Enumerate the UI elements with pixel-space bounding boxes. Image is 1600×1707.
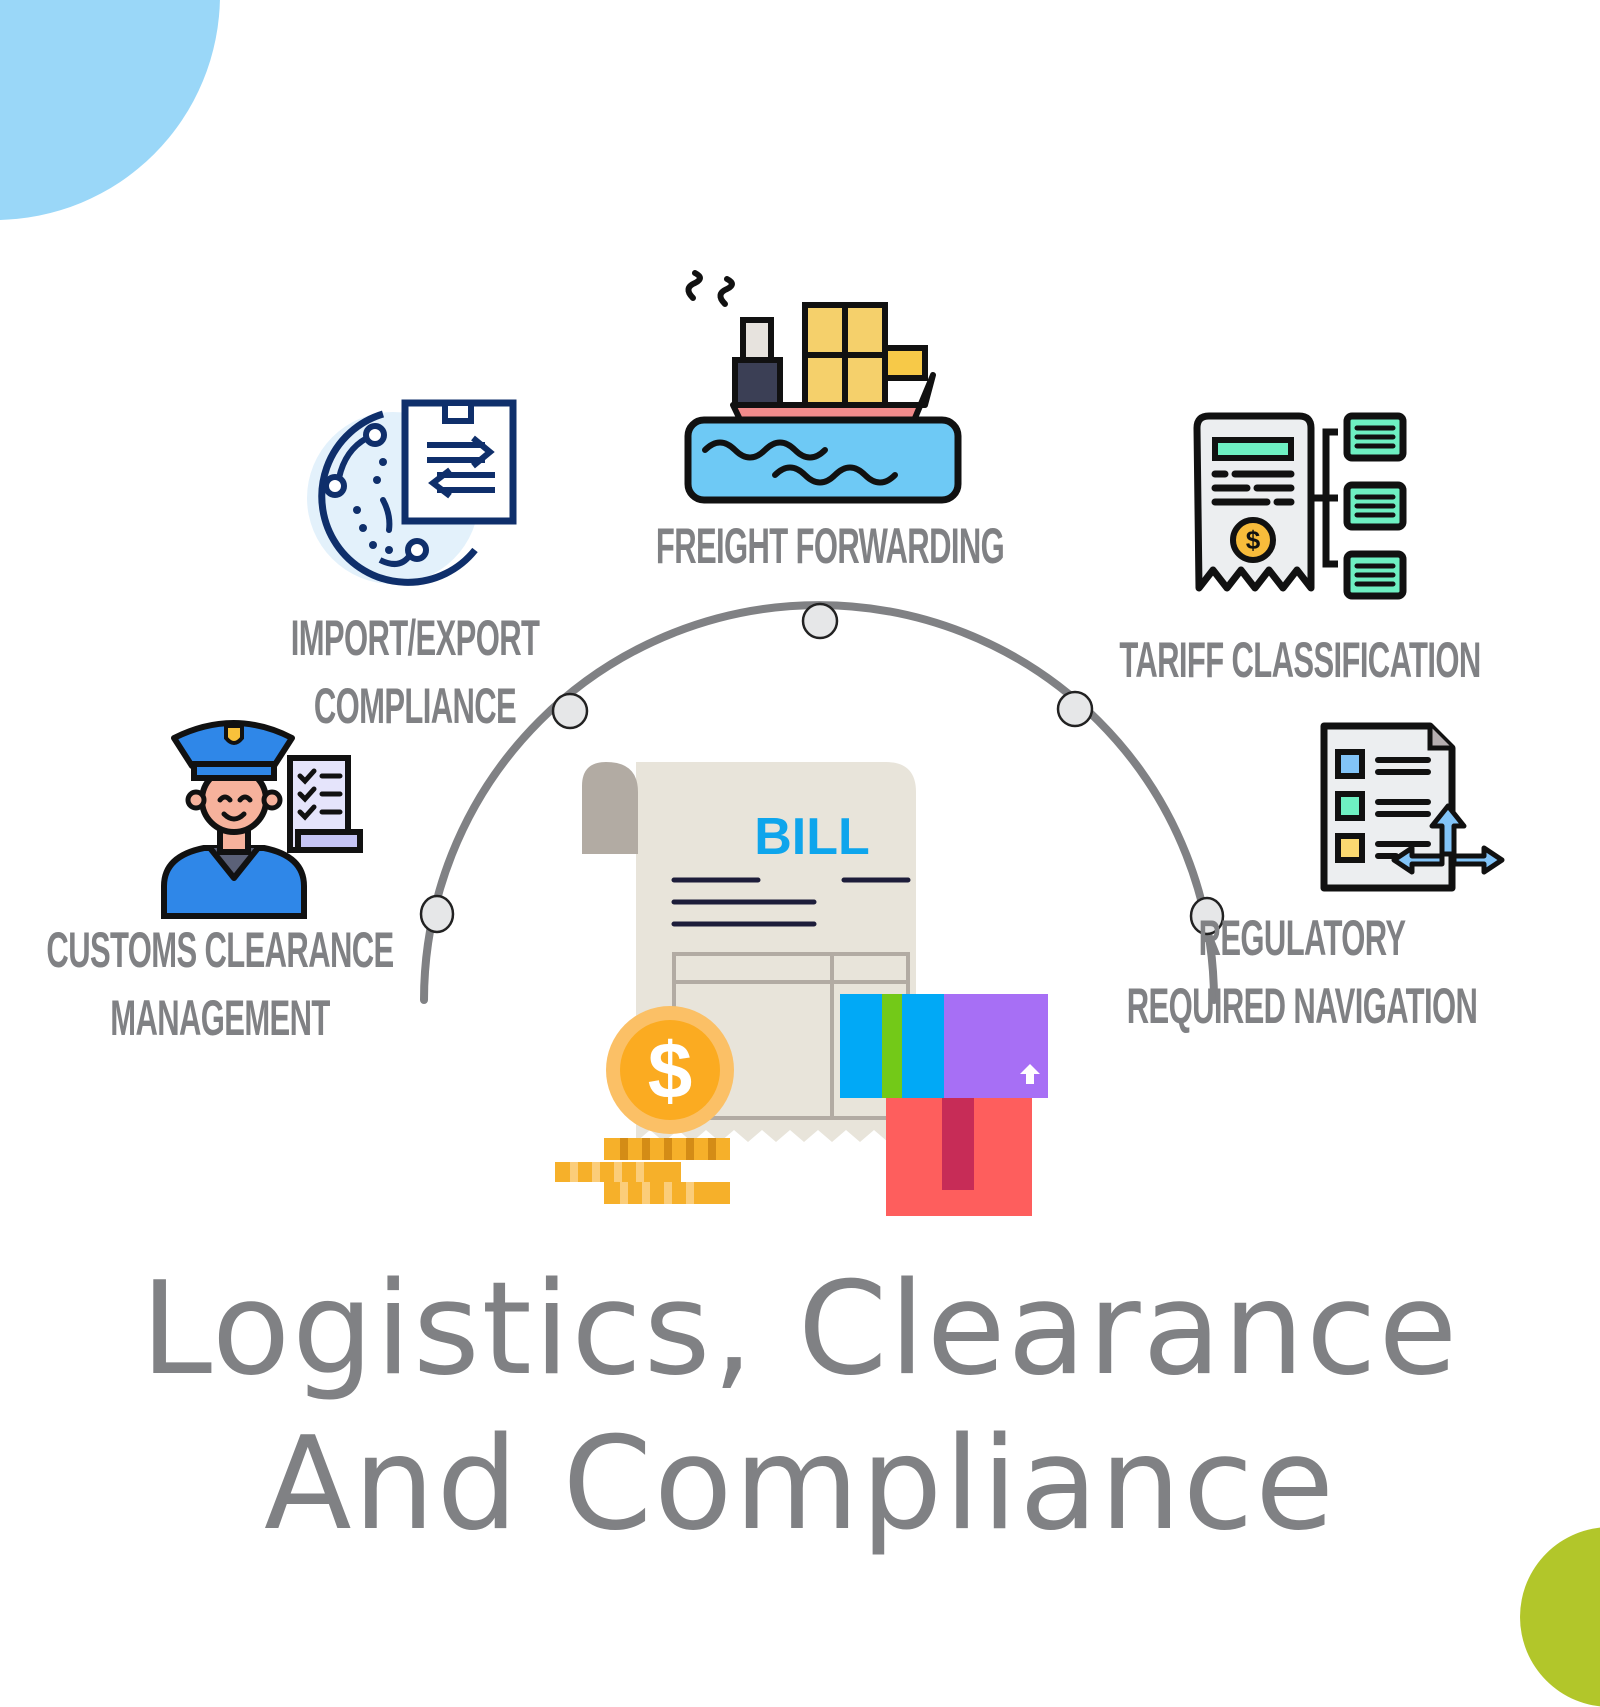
svg-text:$: $ <box>648 1026 693 1115</box>
bill-illustration: BILL $ <box>555 762 1048 1216</box>
tariff-receipt-icon: $ <box>1193 412 1407 600</box>
label-regulatory-required-navigation: REGULATORY REQUIRED NAVIGATION <box>1126 910 1478 1034</box>
label-tariff-classification: TARIFF CLASSIFICATION <box>1119 632 1481 688</box>
label-customs-clearance-management: CUSTOMS CLEARANCE MANAGEMENT <box>46 922 394 1046</box>
arc-node <box>419 602 1225 936</box>
svg-text:$: $ <box>1246 525 1261 555</box>
page-title-line-1: Logistics, Clearance <box>140 1255 1460 1404</box>
semicircle-arc <box>419 601 1225 1004</box>
label-freight-forwarding: FREIGHT FORWARDING <box>655 518 1005 574</box>
globe-import-export-icon <box>307 399 517 586</box>
regulatory-document-icon <box>1320 722 1505 892</box>
cargo-ship-icon <box>684 270 962 504</box>
label-import-export-compliance: IMPORT/EXPORT COMPLIANCE <box>290 610 540 734</box>
bill-label: BILL <box>754 808 870 866</box>
customs-officer-icon <box>161 720 363 919</box>
page-title-line-2: And Compliance <box>263 1410 1337 1559</box>
